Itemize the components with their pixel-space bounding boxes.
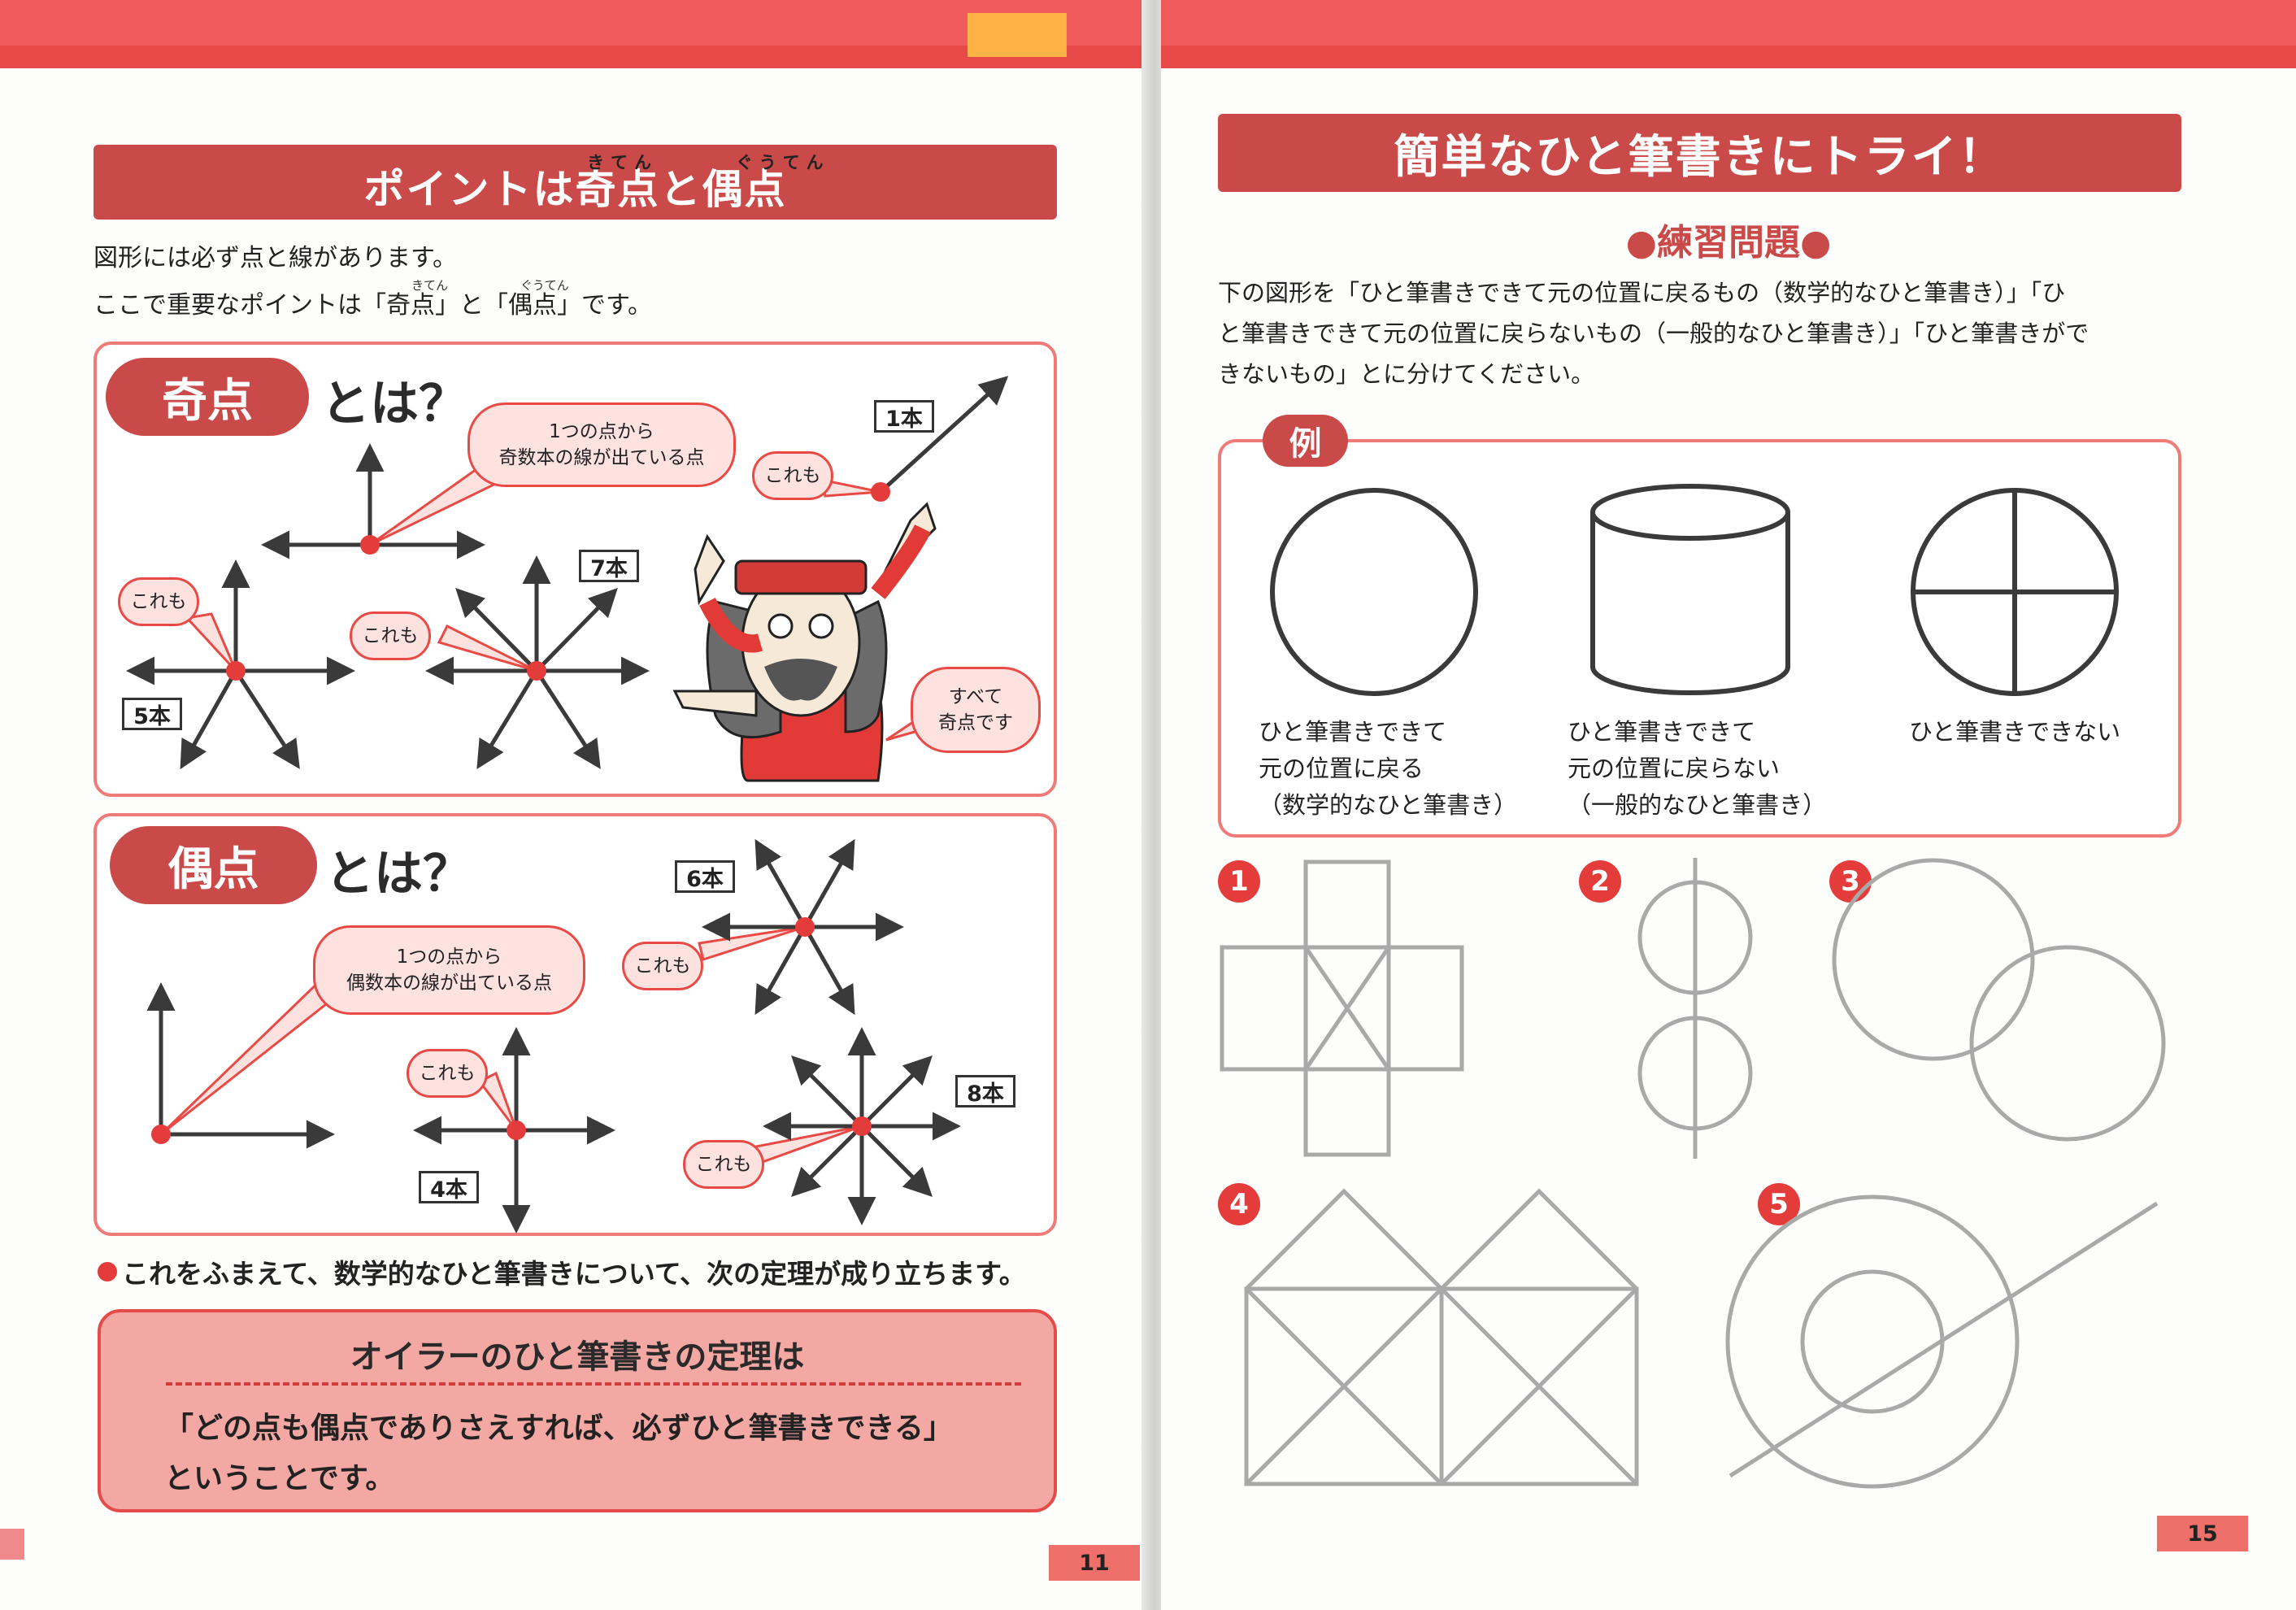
top-band (0, 0, 1148, 68)
odd-also-bubble-3: これも (350, 611, 431, 660)
intro-ruby-even: ぐうてん (520, 278, 569, 293)
odd-point-diagrams (126, 376, 1009, 782)
practice-title: 簡単なひと筆書きにトライ！ (1218, 114, 2181, 192)
page-number-left: 11 (1049, 1545, 1140, 1581)
odd-also-bubble-1: これも (752, 451, 833, 500)
example-figures (1270, 484, 2119, 696)
practice-heading: ●練習問題● (1625, 222, 1832, 263)
even-point-suffix: とは？ (325, 846, 472, 903)
count-6: 6本 (675, 860, 735, 893)
index-tab-sticker (968, 13, 1067, 57)
problem-figures (1220, 858, 2166, 1489)
instruction-line-1: 下の図形を「ひと筆書きできて元の位置に戻るもの（数学的なひと筆書き）」「ひ (1218, 279, 2066, 307)
example-caption-1: ひと筆書きできて 元の位置に戻る （数学的なひと筆書き） (1259, 718, 1518, 819)
instruction-line-2: と筆書きできて元の位置に戻らないもの（一般的なひと筆書き）」「ひと筆書きがで (1218, 320, 2089, 347)
count-8: 8本 (955, 1075, 1015, 1107)
lead-text: これをふまえて、数学的なひと筆書きについて、次の定理が成り立ちます。 (98, 1252, 1026, 1291)
title-ruby-odd: きてん (587, 153, 658, 172)
page-title: ポイントは奇点と偶点 (93, 145, 1057, 220)
intro-ruby-odd: きてん (411, 278, 449, 293)
even-also-bubble-1: これも (622, 942, 703, 990)
bullet-dot (98, 1262, 117, 1281)
count-4: 4本 (419, 1171, 479, 1203)
problem-number-4: 4 (1218, 1183, 1260, 1225)
even-definition-bubble: 1つの点から偶数本の線が出ている点 (313, 925, 585, 1015)
even-also-bubble-2: これも (407, 1049, 488, 1098)
odd-also-bubble-2: これも (118, 577, 199, 626)
example-tag: 例 (1263, 415, 1348, 467)
theorem-box: オイラーのひと筆書きの定理は 「どの点も偶点でありさえすれば、必ずひと筆書きでき… (98, 1309, 1057, 1512)
page-number-right: 15 (2157, 1516, 2248, 1551)
example-panel (1218, 439, 2181, 838)
top-band-right (1161, 0, 2296, 68)
odd-point-label: 奇点 (106, 358, 309, 436)
theorem-divider (166, 1382, 1021, 1386)
problem-number-3: 3 (1829, 860, 1872, 903)
odd-point-suffix: とは？ (321, 376, 467, 433)
left-page: ポイントは奇点と偶点 きてん ぐうてん 図形には必ず点と線があります。 ここで重… (0, 0, 1148, 1581)
page-title-text: ポイントは奇点と偶点 (363, 166, 787, 213)
theorem-title: オイラーのひと筆書きの定理は (350, 1338, 805, 1376)
instruction-line-3: きないもの」とに分けてください。 (1218, 360, 1595, 388)
character-speech-bubble: すべて奇点です (911, 667, 1041, 753)
intro-line-1: 図形には必ず点と線があります。 (93, 244, 457, 272)
problem-number-1: 1 (1218, 860, 1260, 903)
even-point-diagrams (146, 838, 961, 1234)
example-caption-2: ひと筆書きできて 元の位置に戻らない （一般的なひと筆書き） (1568, 718, 1827, 819)
example-caption-3: ひと筆書きできない (1909, 718, 2121, 746)
theorem-body: 「どの点も偶点でありさえすれば、必ずひと筆書きできる」 ということです。 (164, 1412, 953, 1495)
count-7: 7本 (579, 550, 639, 582)
character-illustration (672, 502, 937, 782)
count-1: 1本 (874, 400, 934, 433)
odd-definition-bubble: 1つの点から奇数本の線が出ている点 (467, 402, 736, 487)
edge-mark (0, 1529, 24, 1560)
right-page: 簡単なひと筆書きにトライ！ ●練習問題● 下の図形を「ひと筆書きできて元の位置に… (1161, 0, 2296, 1610)
count-5: 5本 (122, 698, 182, 730)
problem-number-2: 2 (1579, 860, 1621, 903)
even-also-bubble-3: これも (683, 1140, 764, 1189)
title-ruby-even: ぐうてん (736, 153, 830, 172)
intro-line-2: ここで重要なポイントは「奇点」と「偶点」です。 (93, 291, 652, 320)
even-point-label: 偶点 (110, 826, 317, 904)
